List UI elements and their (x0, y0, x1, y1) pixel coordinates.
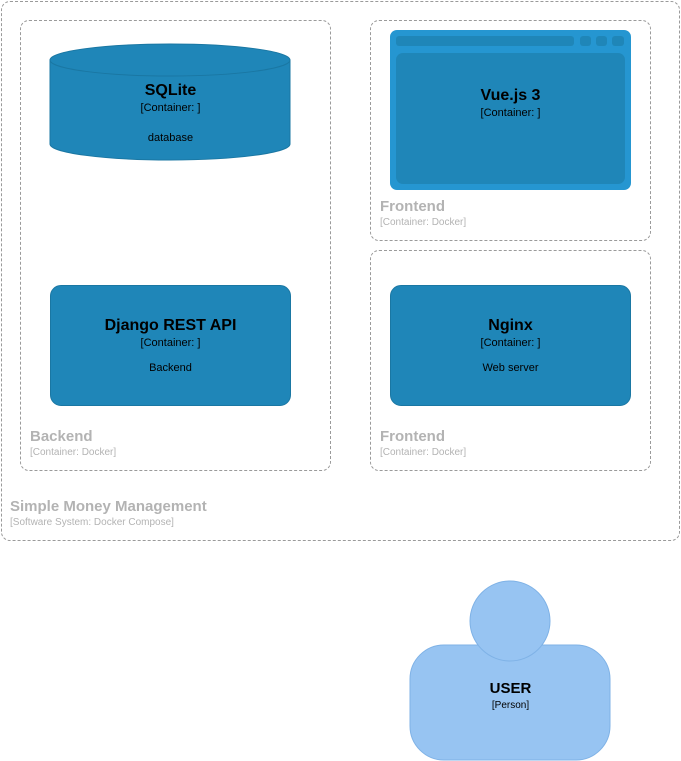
system-boundary (1, 1, 680, 541)
django-api-container[interactable]: Django REST API [Container: ] Backend (50, 285, 291, 406)
browser-close-icon (612, 36, 624, 46)
system-boundary-subtitle: [Software System: Docker Compose] (10, 517, 174, 528)
nginx-container[interactable]: Nginx [Container: ] Web server (390, 285, 631, 406)
nginx-type: [Container: ] (480, 337, 541, 349)
frontend-bottom-boundary-title: Frontend (380, 428, 445, 445)
vue-title: Vue.js 3 (480, 87, 541, 104)
user-title: USER (489, 680, 532, 697)
frontend-top-boundary-title: Frontend (380, 198, 445, 215)
sqlite-title: SQLite (144, 82, 197, 99)
browser-maximize-icon (596, 36, 607, 46)
nginx-description: Web server (482, 362, 539, 374)
browser-viewport (396, 53, 625, 184)
nginx-title: Nginx (488, 317, 533, 334)
django-description: Backend (149, 362, 192, 374)
sqlite-database[interactable]: SQLite [Container: ] database (49, 43, 292, 163)
vue-type: [Container: ] (480, 107, 541, 119)
backend-boundary-title: Backend (30, 428, 93, 445)
django-type: [Container: ] (140, 337, 201, 349)
vue-browser-container[interactable]: Vue.js 3 [Container: ] (390, 30, 631, 190)
user-person[interactable]: USER [Person] (409, 580, 612, 761)
browser-minimize-icon (580, 36, 591, 46)
browser-address-bar (396, 36, 574, 46)
database-cylinder-icon (49, 43, 291, 161)
frontend-bottom-boundary (370, 250, 651, 471)
system-boundary-title: Simple Money Management (10, 498, 207, 515)
frontend-top-boundary-subtitle: [Container: Docker] (380, 217, 467, 228)
django-title: Django REST API (104, 317, 237, 334)
person-icon (409, 580, 611, 761)
backend-boundary-subtitle: [Container: Docker] (30, 447, 117, 458)
sqlite-description: database (147, 132, 194, 144)
user-type: [Person] (491, 700, 530, 711)
frontend-top-boundary (370, 20, 651, 241)
backend-boundary (20, 20, 331, 471)
frontend-bottom-boundary-subtitle: [Container: Docker] (380, 447, 467, 458)
sqlite-type: [Container: ] (140, 102, 201, 114)
